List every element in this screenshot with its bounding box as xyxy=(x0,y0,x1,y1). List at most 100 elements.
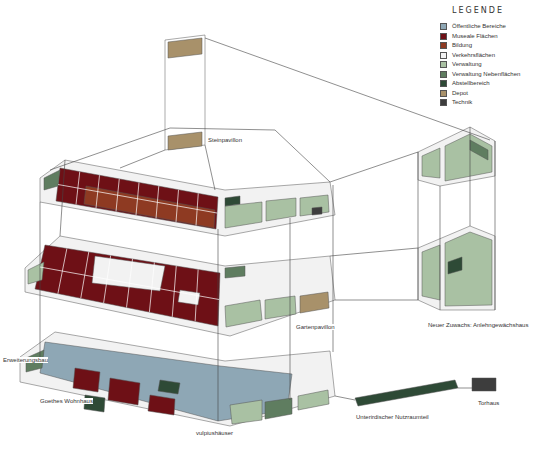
plan-area xyxy=(148,395,175,415)
guide-line xyxy=(330,248,418,256)
guide-line xyxy=(335,396,355,400)
legend-text: Bildung xyxy=(452,42,472,49)
room-wall xyxy=(40,267,219,300)
guide-line xyxy=(440,186,441,310)
plan-area xyxy=(230,400,262,424)
legend-swatch xyxy=(440,90,447,97)
plan-area xyxy=(225,202,262,228)
plan-area xyxy=(445,232,492,306)
plan-area xyxy=(265,398,292,419)
plan-area xyxy=(312,207,322,215)
plan-area xyxy=(266,198,296,221)
legend-text: Depot xyxy=(452,90,468,97)
part-label: Unterirdischer Nutzraumteil xyxy=(356,414,429,420)
floor-areas xyxy=(20,35,496,426)
plan-area xyxy=(35,245,220,326)
part-label: Steinpavillon xyxy=(208,137,242,143)
part-label: Gartenpavillon xyxy=(296,324,335,330)
plan-area xyxy=(92,256,165,291)
legend-swatch xyxy=(440,23,447,30)
plan-area xyxy=(422,148,440,178)
plan-area xyxy=(445,134,492,181)
legend-row: Öffentliche Bereiche xyxy=(440,23,494,32)
legend-row: Abstellbereich xyxy=(440,80,478,89)
part-label: vulpiushäuser xyxy=(196,430,233,436)
legend-title: LEGENDE xyxy=(452,6,504,15)
legend-text: Öffentliche Bereiche xyxy=(452,23,506,30)
legend-swatch xyxy=(440,61,447,68)
legend-row: Technik xyxy=(440,99,460,108)
guide-line xyxy=(275,130,330,182)
guide-line xyxy=(120,150,165,168)
plan-area xyxy=(418,226,495,310)
legend-swatch xyxy=(440,71,447,78)
legend-row: Verkehrsflächen xyxy=(440,52,483,61)
plan-area xyxy=(225,196,240,206)
plan-area xyxy=(355,380,458,406)
guide-line xyxy=(290,218,291,400)
guide-line xyxy=(170,128,275,130)
plan-area xyxy=(158,380,180,394)
plan-area xyxy=(298,390,329,410)
plan-area xyxy=(73,368,100,392)
plan-area xyxy=(20,332,335,426)
guide-line xyxy=(335,300,418,301)
room-walls xyxy=(40,172,219,322)
room-wall xyxy=(58,185,217,214)
plan-area xyxy=(165,35,205,150)
part-label: Erweiterungsbau xyxy=(3,357,48,363)
plan-area xyxy=(448,257,462,274)
plan-area xyxy=(56,168,218,229)
plan-area xyxy=(108,378,140,405)
plan-area xyxy=(418,127,495,186)
plan-area xyxy=(265,296,296,319)
plan-area xyxy=(300,195,329,216)
legend-text: Verkehrsflächen xyxy=(452,52,495,59)
plan-area xyxy=(225,266,245,278)
plan-area xyxy=(300,292,329,313)
guide-lines xyxy=(40,38,495,421)
plan-area xyxy=(422,245,440,300)
part-label: Neuer Zuwachs: Anlehngewächshaus xyxy=(428,322,528,328)
legend-swatch xyxy=(440,42,447,49)
legend-row: Depot xyxy=(440,90,456,99)
legend-row: Museale Flächen xyxy=(440,33,486,42)
plan-area xyxy=(168,132,202,150)
guide-line xyxy=(60,160,65,236)
legend-text: Verwaltung Nebenflächen xyxy=(452,71,520,78)
guide-line xyxy=(330,152,418,182)
legend-text: Technik xyxy=(452,99,472,106)
guide-line xyxy=(40,202,41,357)
guide-line xyxy=(50,128,170,170)
guide-line xyxy=(218,229,219,421)
legend-swatch xyxy=(440,33,447,40)
plan-area xyxy=(168,38,202,58)
plan-area xyxy=(28,262,44,284)
legend-row: Verwaltung Nebenflächen xyxy=(440,71,508,80)
legend-text: Museale Flächen xyxy=(452,33,498,40)
guide-line xyxy=(470,127,471,226)
plan-area xyxy=(44,170,60,190)
legend-text: Abstellbereich xyxy=(452,80,490,87)
plan-area xyxy=(84,186,215,228)
legend-swatch xyxy=(440,99,447,106)
guide-line xyxy=(205,38,490,140)
legend-swatch xyxy=(440,80,447,87)
guide-line xyxy=(418,152,419,300)
plan-area xyxy=(25,236,335,336)
plan-area xyxy=(472,378,496,391)
plan-area xyxy=(470,140,488,160)
plan-area xyxy=(40,160,335,236)
legend-row: Verwaltung xyxy=(440,61,470,70)
legend-text: Verwaltung xyxy=(452,61,482,68)
part-label: Torhaus xyxy=(478,400,499,406)
guide-line xyxy=(495,141,496,310)
part-label: Goethes Wohnhaus xyxy=(40,398,93,404)
guide-line xyxy=(205,145,215,190)
legend-swatch xyxy=(440,52,447,59)
legend-row: Bildung xyxy=(440,42,460,51)
plan-area xyxy=(225,300,262,327)
guide-line xyxy=(458,388,472,389)
